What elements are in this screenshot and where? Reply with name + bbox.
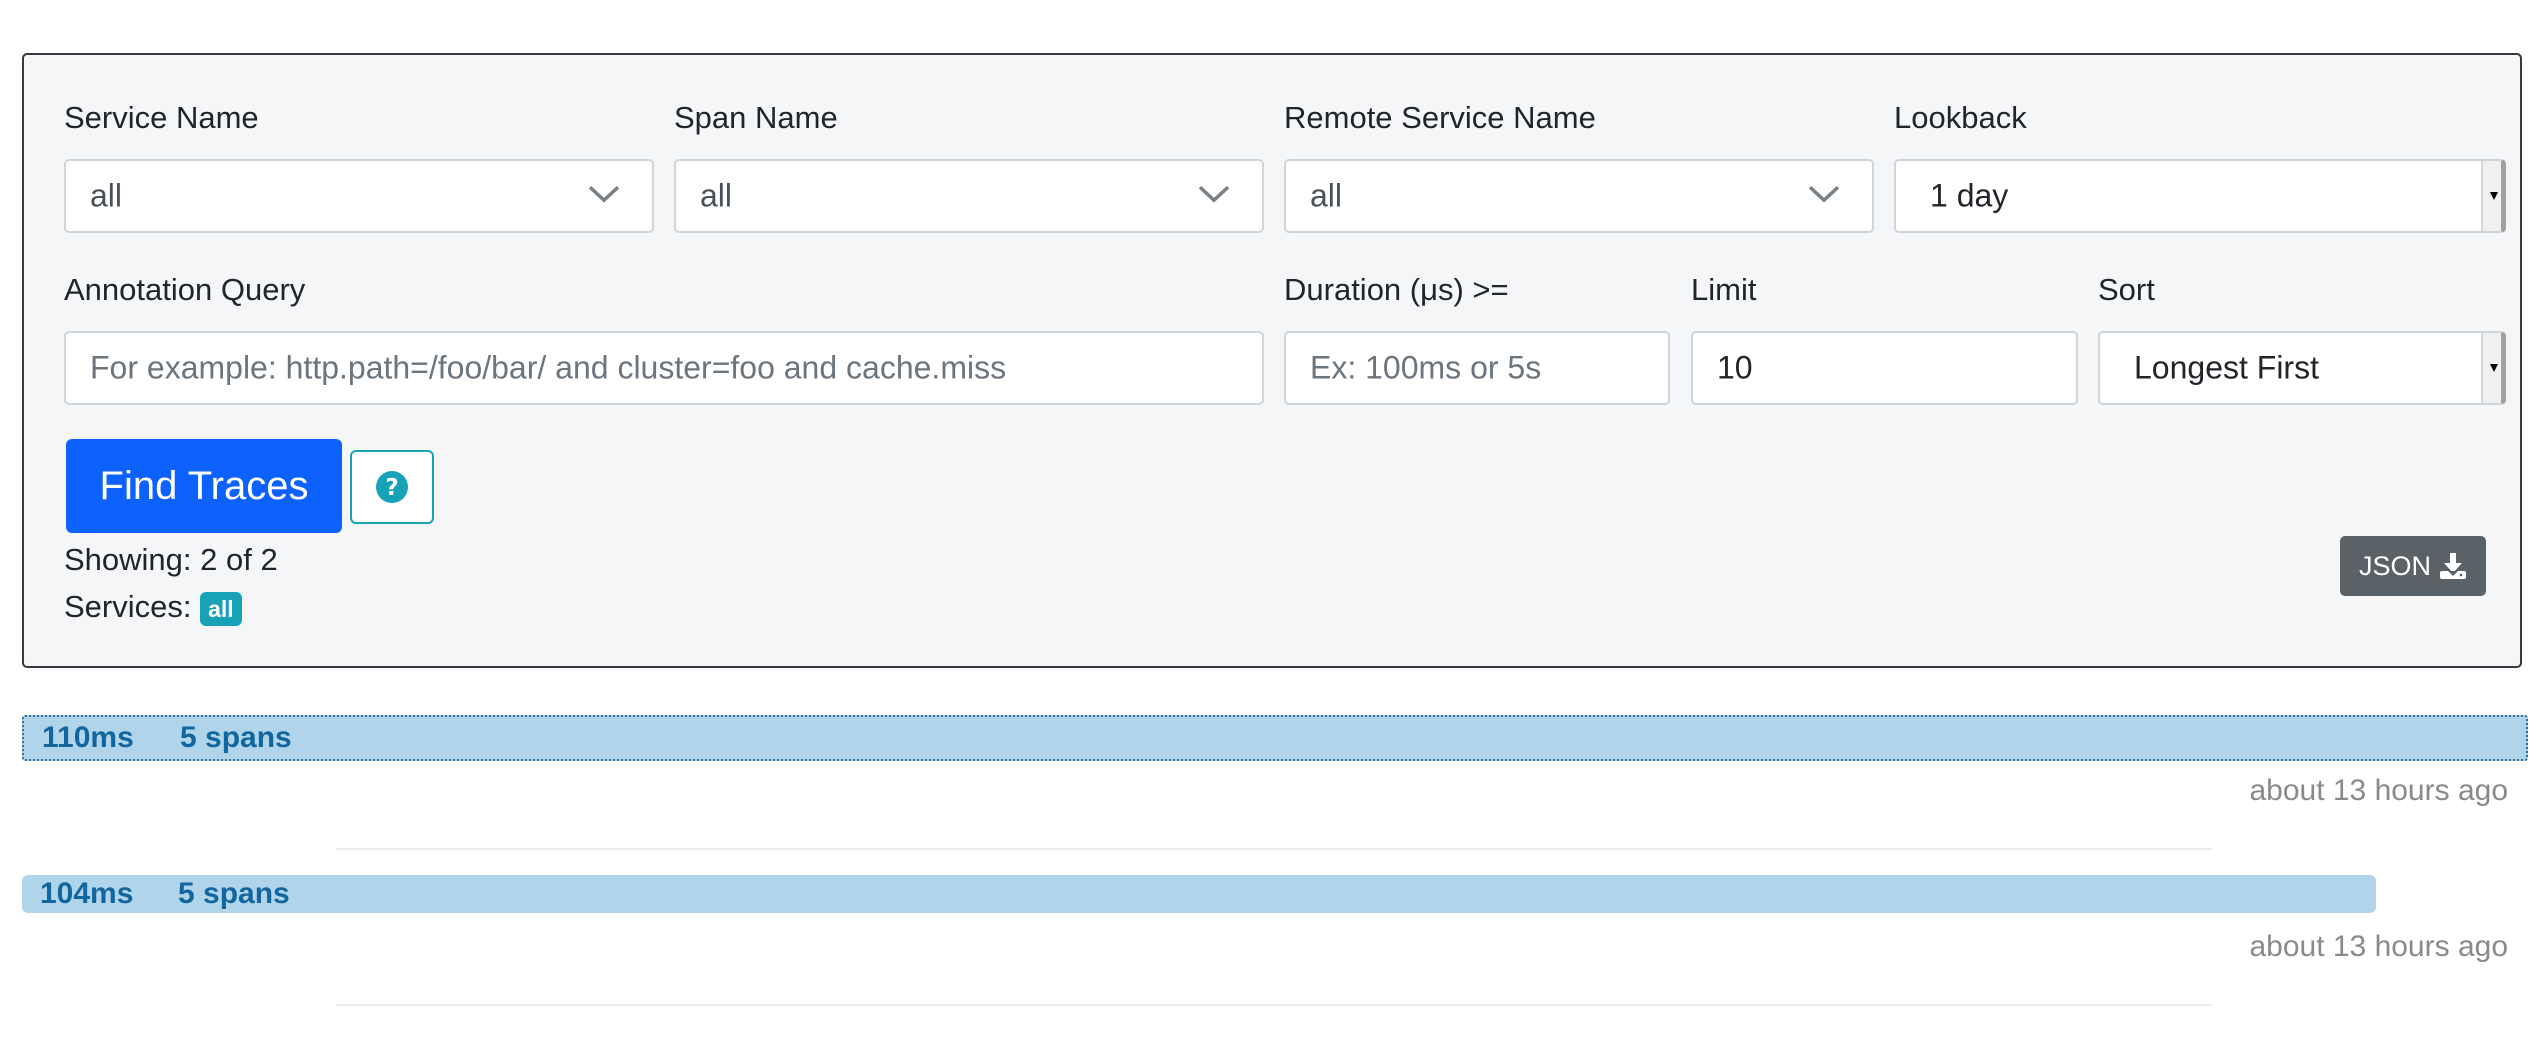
trace-timestamp: about 13 hours ago	[2249, 774, 2508, 807]
json-label: JSON	[2358, 550, 2431, 581]
trace-bar[interactable]: 104ms 5 spans	[22, 875, 2376, 913]
select-arrow-icon	[2481, 333, 2501, 403]
trace-span-count: 5 spans	[180, 721, 292, 754]
question-circle-icon: ?	[376, 471, 408, 503]
services-summary: Services: all	[64, 589, 242, 626]
json-download-button[interactable]: JSON	[2340, 536, 2486, 596]
duration-placeholder: Ex: 100ms or 5s	[1310, 349, 1542, 386]
select-arrow-icon	[2481, 161, 2501, 231]
trace-duration: 110ms	[42, 721, 134, 754]
limit-label: Limit	[1691, 272, 1757, 307]
service-badge[interactable]: all	[200, 591, 242, 626]
remote-service-name-label: Remote Service Name	[1284, 100, 1596, 135]
lookback-value: 1 day	[1930, 177, 2009, 214]
annotation-query-input[interactable]: For example: http.path=/foo/bar/ and clu…	[64, 331, 1264, 405]
trace-timestamp: about 13 hours ago	[2249, 930, 2508, 963]
remote-service-name-value: all	[1310, 177, 1343, 214]
find-traces-button[interactable]: Find Traces	[66, 439, 342, 533]
trace-divider	[336, 1004, 2212, 1006]
service-name-select[interactable]: all	[64, 159, 654, 233]
service-name-value: all	[90, 177, 123, 214]
svg-text:?: ?	[385, 475, 398, 501]
limit-input[interactable]: 10	[1691, 331, 2078, 405]
lookback-select[interactable]: 1 day	[1894, 159, 2506, 233]
chevron-down-icon	[1198, 185, 1230, 203]
annotation-query-placeholder: For example: http.path=/foo/bar/ and clu…	[90, 349, 1007, 386]
services-label: Services:	[64, 589, 192, 624]
sort-value: Longest First	[2134, 349, 2319, 386]
service-name-label: Service Name	[64, 100, 259, 135]
sort-select[interactable]: Longest First	[2098, 331, 2506, 405]
trace-span-count: 5 spans	[178, 877, 290, 910]
help-button[interactable]: ?	[350, 450, 434, 524]
find-traces-label: Find Traces	[99, 463, 309, 508]
search-panel: Service Name Span Name Remote Service Na…	[22, 53, 2522, 668]
annotation-query-label: Annotation Query	[64, 272, 306, 307]
lookback-label: Lookback	[1894, 100, 2027, 135]
span-name-label: Span Name	[674, 100, 838, 135]
duration-label: Duration (μs) >=	[1284, 272, 1509, 307]
trace-divider	[336, 848, 2212, 850]
showing-count: Showing: 2 of 2	[64, 542, 278, 577]
trace-duration: 104ms	[40, 877, 134, 910]
limit-value: 10	[1717, 349, 1753, 386]
chevron-down-icon	[1808, 185, 1840, 203]
download-icon	[2440, 553, 2466, 579]
remote-service-name-select[interactable]: all	[1284, 159, 1874, 233]
span-name-value: all	[700, 177, 733, 214]
chevron-down-icon	[588, 185, 620, 203]
trace-bar[interactable]: 110ms 5 spans	[22, 715, 2528, 761]
sort-label: Sort	[2098, 272, 2155, 307]
span-name-select[interactable]: all	[674, 159, 1264, 233]
duration-input[interactable]: Ex: 100ms or 5s	[1284, 331, 1670, 405]
